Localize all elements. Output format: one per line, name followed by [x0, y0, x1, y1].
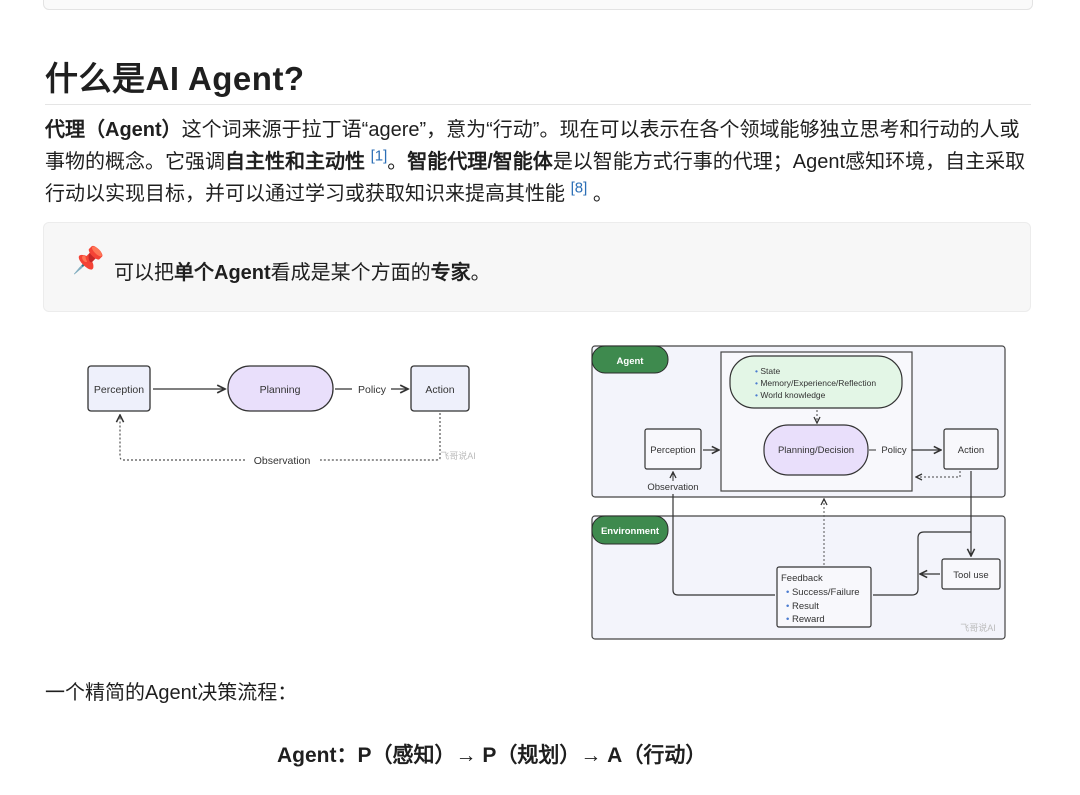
- text: 是以智能方式行事的代理；Agent感知环境，自主采取行动以实现目标，并可以通过学…: [45, 151, 1026, 205]
- feedback-item: • Success/Failure: [786, 587, 860, 598]
- perception-label: Perception: [94, 384, 144, 396]
- planning-label: Planning: [260, 384, 301, 396]
- action-label: Action: [425, 384, 454, 396]
- flow-intro: 一个精简的Agent决策流程：: [45, 682, 298, 704]
- environment-tag: [591, 515, 669, 545]
- policy-label: Policy: [358, 384, 387, 396]
- bold-intelligent-agent: 智能代理/智能体: [407, 151, 553, 173]
- feedback-item: • Reward: [786, 614, 825, 625]
- tool-use-box: [941, 558, 1001, 590]
- action-box: [410, 365, 470, 412]
- memory-item: • State: [755, 366, 780, 376]
- text: 。: [470, 262, 491, 284]
- reference-link-8[interactable]: [8]: [570, 179, 588, 197]
- observation-arrow: [120, 413, 441, 461]
- term-agent: 代理（Agent）: [45, 119, 182, 141]
- pushpin-icon: 📌: [72, 245, 105, 275]
- page-title: 什么是AI Agent?: [45, 60, 305, 97]
- observation-label: Observation: [647, 482, 698, 493]
- feedback-box: [776, 566, 872, 628]
- planning-decision-label: Planning/Decision: [778, 445, 854, 456]
- policy-label: Policy: [881, 445, 907, 456]
- full-agent-diagram: Agent • State • Memory/Experience/Reflec…: [591, 345, 1006, 640]
- environment-tag-label: Environment: [601, 526, 660, 537]
- previous-block: [43, 0, 1033, 10]
- agent-tag-label: Agent: [617, 356, 645, 367]
- simple-agent-diagram: Perception Planning Policy Action Observ…: [87, 365, 476, 467]
- text: 可以把: [114, 262, 174, 284]
- text: 看成是某个方面的: [270, 262, 431, 284]
- agent-tag: [591, 345, 669, 374]
- text: 。: [387, 151, 408, 173]
- watermark: 飞哥说AI: [960, 622, 996, 633]
- memory-item: • Memory/Experience/Reflection: [755, 378, 876, 388]
- intro-paragraph: 代理（Agent）这个词来源于拉丁语“agere”，意为“行动”。现在可以表示在…: [45, 114, 1035, 210]
- feedback-label: Feedback: [781, 573, 823, 584]
- perception-label: Perception: [650, 445, 695, 456]
- bold-autonomy: 自主性和主动性: [225, 151, 365, 173]
- divider: [45, 104, 1031, 105]
- memory-pill: [729, 355, 903, 409]
- watermark: 飞哥说AI: [440, 450, 476, 461]
- observation-label: Observation: [254, 455, 311, 467]
- action-label: Action: [958, 445, 984, 456]
- memory-item: • World knowledge: [755, 390, 826, 400]
- text: 这个词来源于拉丁语“agere”，意为“行动”。现在可以表示在各个领域能够独立思…: [45, 119, 1020, 173]
- tool-use-label: Tool use: [953, 570, 988, 581]
- planning-decision-pill: [763, 424, 869, 476]
- reference-link-1[interactable]: [1]: [370, 147, 388, 165]
- agent-formula: Agent：P（感知）→ P（规划）→ A（行动）: [277, 744, 707, 767]
- feedback-item: • Result: [786, 601, 819, 612]
- bold: 单个Agent: [174, 262, 271, 284]
- perception-box: [644, 428, 702, 470]
- callout-text: 可以把单个Agent看成是某个方面的专家。: [114, 256, 491, 285]
- text: 。: [592, 183, 613, 205]
- action-box: [943, 428, 999, 470]
- callout: 📌 可以把单个Agent看成是某个方面的专家。: [43, 222, 1031, 312]
- bold: 专家: [430, 262, 471, 284]
- planning-pill: [227, 365, 334, 412]
